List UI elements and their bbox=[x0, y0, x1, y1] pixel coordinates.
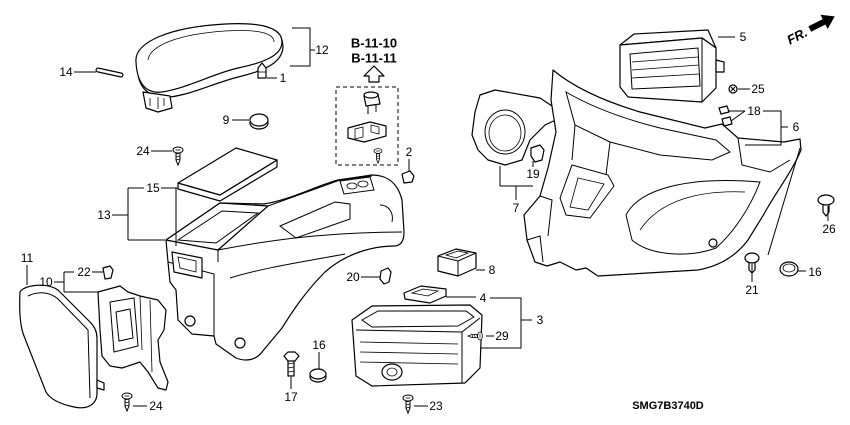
connector-part bbox=[363, 91, 381, 114]
center-lower-panel bbox=[523, 69, 802, 277]
leader-line-3 bbox=[481, 297, 532, 349]
callout-10: 10 bbox=[39, 275, 53, 289]
console-body bbox=[165, 174, 405, 361]
callout-13: 13 bbox=[97, 208, 111, 222]
diagram-code: SMG7B3740D bbox=[632, 400, 704, 412]
leader-line-18 bbox=[728, 110, 746, 122]
leader-line-13 bbox=[112, 187, 165, 241]
callout-3: 3 bbox=[537, 313, 544, 327]
armrest-lid bbox=[135, 23, 284, 98]
callout-25: 25 bbox=[751, 82, 765, 96]
callout-7: 7 bbox=[513, 201, 520, 215]
reference-dashed-box bbox=[335, 86, 399, 166]
callout-6: 6 bbox=[793, 120, 800, 134]
callout-17: 17 bbox=[284, 390, 298, 404]
screw-upper bbox=[172, 146, 184, 166]
callout-14: 14 bbox=[59, 65, 73, 79]
clip-part-2 bbox=[401, 170, 415, 184]
screw-bottom bbox=[402, 394, 414, 414]
callout-2: 2 bbox=[406, 145, 413, 159]
callout-5: 5 bbox=[740, 30, 747, 44]
leader-lines bbox=[26, 27, 829, 407]
reference-label-1: B-11-10 bbox=[351, 36, 397, 51]
console-pad bbox=[177, 147, 278, 202]
callout-1: 1 bbox=[280, 71, 287, 85]
front-arrow-icon bbox=[808, 14, 835, 32]
clip-part-20 bbox=[379, 267, 392, 285]
pin-part bbox=[257, 62, 267, 79]
bolt-part bbox=[283, 351, 300, 377]
push-pin-26 bbox=[817, 194, 835, 217]
mounting-bracket bbox=[97, 285, 169, 391]
callout-21: 21 bbox=[745, 283, 759, 297]
trim-edge-line bbox=[767, 147, 801, 256]
callout-24-lower: 24 bbox=[149, 399, 163, 413]
leader-line-12 bbox=[290, 27, 315, 67]
callout-23: 23 bbox=[429, 399, 443, 413]
bezel-panel bbox=[471, 89, 561, 166]
front-direction-indicator: FR. bbox=[784, 14, 835, 48]
leader-line-15 bbox=[161, 187, 178, 246]
reference-label-2: B-11-11 bbox=[351, 51, 397, 66]
callout-16-right: 16 bbox=[808, 265, 822, 279]
small-tray bbox=[403, 285, 447, 304]
callout-19: 19 bbox=[526, 167, 540, 181]
callout-29: 29 bbox=[495, 329, 509, 343]
reference-group bbox=[335, 65, 399, 166]
callout-12: 12 bbox=[315, 43, 329, 57]
leader-line-7 bbox=[499, 166, 533, 200]
callout-16-center: 16 bbox=[312, 338, 326, 352]
rod-part bbox=[95, 67, 124, 78]
direction-label: FR. bbox=[784, 25, 809, 48]
callout-labels: 12 1 14 9 24 15 13 11 10 22 24 2 20 8 4 … bbox=[21, 30, 836, 413]
clip-part-25 bbox=[728, 84, 738, 94]
connector-screw bbox=[373, 148, 383, 164]
screw-lower bbox=[121, 392, 133, 412]
cap-right bbox=[779, 261, 799, 277]
cup-holder bbox=[351, 304, 483, 387]
callout-24-upper: 24 bbox=[136, 144, 150, 158]
callout-22: 22 bbox=[77, 265, 91, 279]
clip-part-18 bbox=[718, 105, 733, 127]
display-unit bbox=[619, 29, 725, 103]
connector-bracket bbox=[347, 121, 387, 143]
side-garnish-panel bbox=[19, 284, 105, 409]
callout-18: 18 bbox=[747, 104, 761, 118]
callout-9: 9 bbox=[223, 113, 230, 127]
reference-arrow-icon bbox=[363, 65, 385, 83]
cap-part bbox=[249, 113, 269, 130]
clip-part-19 bbox=[530, 144, 545, 163]
leader-line-6 bbox=[745, 110, 788, 146]
cap-center bbox=[309, 368, 327, 383]
callout-8: 8 bbox=[489, 263, 496, 277]
callout-11: 11 bbox=[21, 251, 34, 265]
clip-part-22 bbox=[102, 265, 114, 280]
callout-20: 20 bbox=[346, 270, 360, 284]
socket-housing bbox=[437, 248, 477, 277]
armrest-hinge bbox=[142, 91, 173, 113]
callout-15: 15 bbox=[146, 181, 160, 195]
callout-4: 4 bbox=[480, 291, 487, 305]
callout-26: 26 bbox=[822, 222, 836, 236]
leader-line-10 bbox=[54, 271, 98, 293]
